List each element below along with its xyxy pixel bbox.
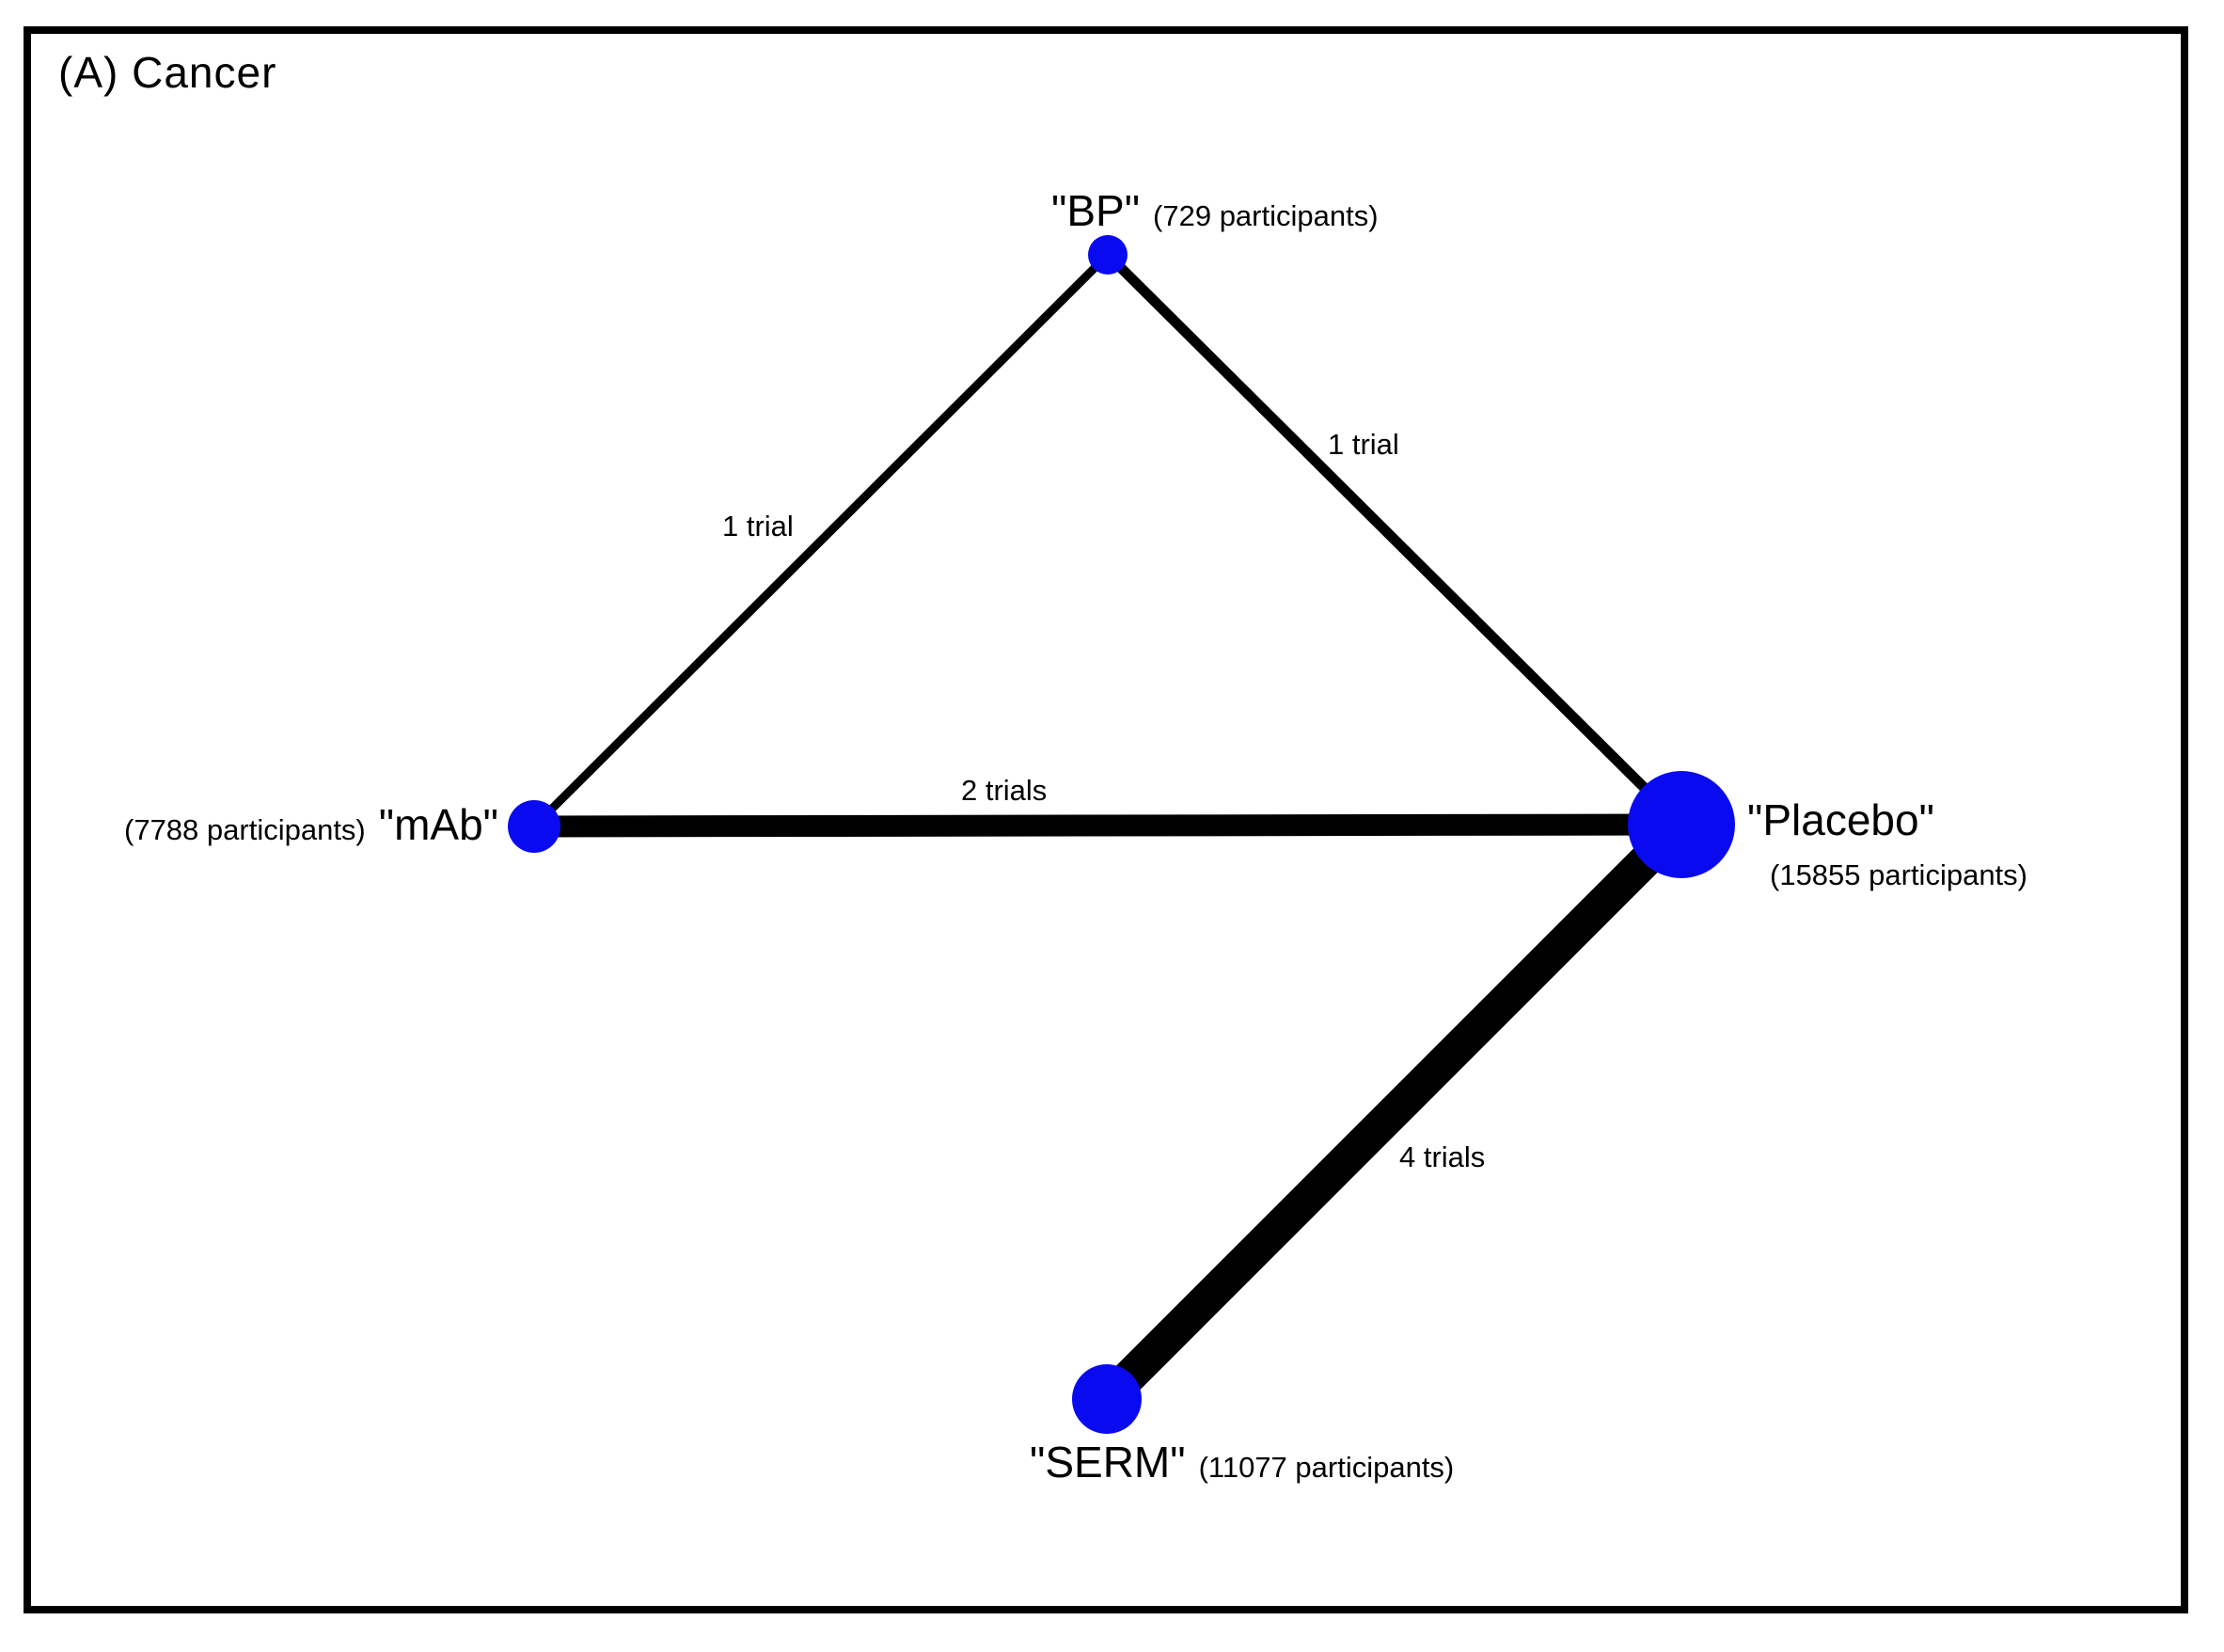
node-placebo-name: "Placebo" bbox=[1747, 795, 1934, 844]
edge-label-mab-placebo: 2 trials bbox=[961, 774, 1048, 807]
node-mab-participants: (7788 participants) bbox=[124, 813, 366, 846]
node-label-serm: "SERM" (11077 participants) bbox=[1030, 1437, 1454, 1487]
node-bp-name: "BP" bbox=[1051, 186, 1141, 235]
node-placebo bbox=[1628, 771, 1735, 878]
edge-label-serm-placebo: 4 trials bbox=[1399, 1141, 1486, 1173]
node-mab-name: "mAb" bbox=[378, 800, 498, 849]
node-placebo-participants: (15855 participants) bbox=[1770, 858, 2027, 891]
node-serm bbox=[1072, 1364, 1142, 1434]
edge-label-bp-placebo: 1 trial bbox=[1328, 428, 1399, 461]
edge-mab-placebo bbox=[533, 813, 1682, 838]
node-bp-participants: (729 participants) bbox=[1153, 199, 1379, 232]
figure-title: (A) Cancer bbox=[58, 48, 277, 97]
edge-bp-placebo bbox=[1104, 251, 1685, 828]
node-serm-name: "SERM" bbox=[1030, 1438, 1186, 1487]
node-label-bp: "BP" (729 participants) bbox=[1051, 185, 1379, 236]
node-serm-participants: (11077 participants) bbox=[1198, 1451, 1455, 1484]
node-mab bbox=[508, 800, 560, 853]
edge-serm-placebo bbox=[1095, 812, 1694, 1411]
edge-mab-bp bbox=[530, 251, 1112, 830]
node-label-placebo: "Placebo" (15855 participants) bbox=[1747, 795, 2027, 892]
node-label-mab: (7788 participants) "mAb" bbox=[124, 799, 498, 850]
edge-label-mab-bp: 1 trial bbox=[722, 510, 794, 543]
node-bp bbox=[1088, 235, 1128, 275]
